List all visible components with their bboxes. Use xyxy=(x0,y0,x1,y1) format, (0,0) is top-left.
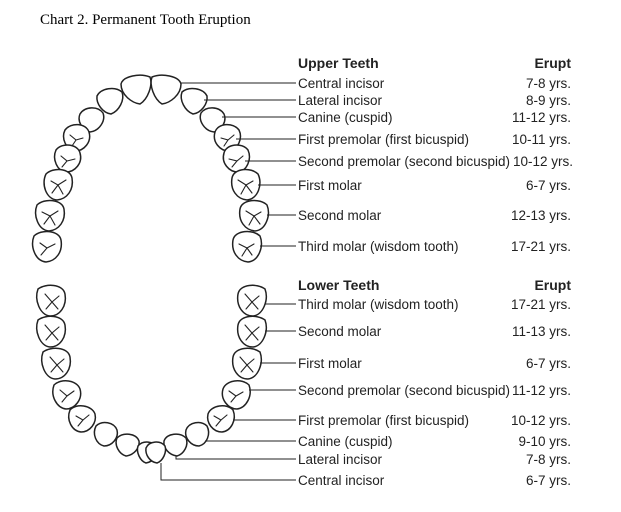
upper-teeth-heading: Upper Teeth xyxy=(298,55,379,71)
upper-row-name: First molar xyxy=(298,178,362,193)
upper-row-name: Second molar xyxy=(298,208,382,223)
lower-left-canine xyxy=(93,421,119,447)
lower-row-age: 10-12 yrs. xyxy=(511,413,571,428)
upper-left-first-premolar xyxy=(62,123,91,152)
upper-row-name: Canine (cuspid) xyxy=(298,110,393,125)
upper-row-name: First premolar (first bicuspid) xyxy=(298,132,469,147)
upper-row-age: 10-12 yrs. xyxy=(513,154,573,169)
lower-row-name: Central incisor xyxy=(298,473,385,488)
upper-right-first-premolar xyxy=(213,123,242,152)
lower-row-age: 17-21 yrs. xyxy=(511,297,571,312)
upper-row-name: Third molar (wisdom tooth) xyxy=(298,239,459,254)
upper-right-teeth xyxy=(150,74,270,263)
lower-leader-lines xyxy=(160,303,296,481)
lower-teeth-table: Lower Teeth Erupt Third molar (wisdom to… xyxy=(298,277,571,488)
lower-left-teeth xyxy=(36,284,158,464)
leader-lower-lateral-incisor xyxy=(175,456,296,460)
lower-row-age: 6-7 yrs. xyxy=(526,473,571,488)
lower-left-lateral-incisor xyxy=(115,433,140,457)
lower-right-first-premolar xyxy=(206,405,235,433)
lower-right-first-molar xyxy=(231,347,262,380)
upper-right-third-molar xyxy=(231,230,263,263)
upper-arch xyxy=(31,74,270,263)
lower-right-second-premolar xyxy=(221,380,251,410)
lower-arch xyxy=(36,284,267,464)
lower-left-second-premolar xyxy=(52,380,82,410)
upper-right-second-premolar xyxy=(222,144,251,173)
lower-right-teeth xyxy=(145,284,267,464)
upper-row-age: 8-9 yrs. xyxy=(526,93,571,108)
upper-left-third-molar xyxy=(31,230,63,263)
lower-row-name: Second premolar (second bicuspid) xyxy=(298,383,510,398)
upper-leader-lines xyxy=(181,82,296,247)
upper-left-lateral-incisor xyxy=(96,87,124,115)
chart-caption: Chart 2. Permanent Tooth Eruption xyxy=(40,12,251,28)
upper-row-name: Second premolar (second bicuspid) xyxy=(298,154,510,169)
lower-teeth-heading: Lower Teeth xyxy=(298,277,379,293)
lower-row-age: 9-10 yrs. xyxy=(518,434,571,449)
lower-right-lateral-incisor xyxy=(163,433,188,457)
leader-lower-central-incisor xyxy=(160,463,296,481)
upper-left-second-premolar xyxy=(53,144,82,173)
upper-row-age: 10-11 yrs. xyxy=(512,132,571,147)
lower-right-second-molar xyxy=(236,315,267,348)
upper-row-name: Lateral incisor xyxy=(298,93,383,108)
lower-row-name: First premolar (first bicuspid) xyxy=(298,413,469,428)
lower-right-canine xyxy=(184,421,210,447)
upper-left-central-incisor xyxy=(120,74,152,105)
lower-right-central-incisor xyxy=(145,441,167,464)
lower-erupt-heading: Erupt xyxy=(534,277,571,293)
upper-row-age: 11-12 yrs. xyxy=(512,110,571,125)
upper-right-central-incisor xyxy=(150,74,182,105)
upper-erupt-heading: Erupt xyxy=(534,55,571,71)
lower-row-age: 11-12 yrs. xyxy=(512,383,571,398)
upper-row-age: 12-13 yrs. xyxy=(511,208,571,223)
lower-row-name: Lateral incisor xyxy=(298,452,383,467)
lower-right-third-molar xyxy=(236,284,267,317)
lower-row-age: 11-13 yrs. xyxy=(512,324,571,339)
upper-row-age: 6-7 yrs. xyxy=(526,178,571,193)
upper-teeth-table: Upper Teeth Erupt Central incisor 7-8 yr… xyxy=(298,55,573,254)
upper-row-age: 7-8 yrs. xyxy=(526,76,571,91)
lower-row-age: 6-7 yrs. xyxy=(526,356,571,371)
upper-right-lateral-incisor xyxy=(180,87,208,115)
lower-row-name: Second molar xyxy=(298,324,382,339)
lower-row-name: First molar xyxy=(298,356,362,371)
upper-left-teeth xyxy=(31,74,152,263)
upper-row-age: 17-21 yrs. xyxy=(511,239,571,254)
lower-row-age: 7-8 yrs. xyxy=(526,452,571,467)
lower-row-name: Canine (cuspid) xyxy=(298,434,393,449)
lower-row-name: Third molar (wisdom tooth) xyxy=(298,297,459,312)
upper-row-name: Central incisor xyxy=(298,76,385,91)
